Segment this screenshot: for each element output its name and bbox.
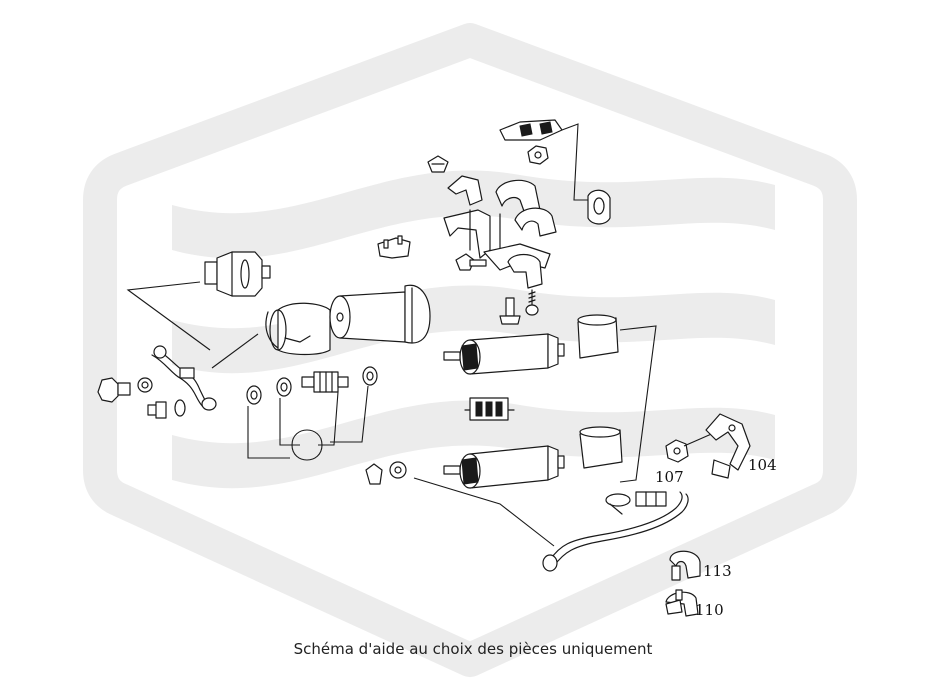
watermark-wave-3: [172, 400, 775, 489]
part-label-104: 104: [748, 456, 777, 474]
watermark-hexagon: [83, 23, 857, 677]
screw-mid: [455, 253, 487, 271]
hose-clamp-connector: [605, 491, 667, 515]
bracket-104: [705, 413, 751, 479]
clip-bracket-left: [377, 235, 411, 259]
clip-110: [665, 589, 699, 617]
small-fittings-left: [147, 399, 186, 419]
fuel-line-lower: [542, 491, 689, 572]
rubber-bushing-right: [587, 189, 611, 225]
fuel-accumulator: [204, 251, 271, 297]
hex-nut-107: [665, 439, 689, 463]
washers-row: [246, 366, 378, 405]
hex-nut-top: [527, 145, 549, 165]
banjo-bolt: [97, 377, 153, 403]
fuel-filter: [329, 284, 431, 344]
pump-bracket: [443, 175, 557, 289]
leader-lines-washers: [247, 385, 369, 461]
part-label-113: 113: [703, 562, 732, 580]
fuel-pump-lower: [443, 445, 565, 489]
fuel-hose-small: [151, 345, 217, 411]
part-label-110: 110: [695, 601, 724, 619]
electrical-connector: [464, 397, 515, 421]
check-valve: [301, 371, 349, 393]
lock-rings-lower: [365, 461, 407, 485]
filter-clamp-ring: [265, 302, 331, 356]
leader-line-right: [619, 325, 657, 483]
clip-small-top: [427, 155, 449, 173]
part-label-107: 107: [655, 468, 684, 486]
diagram-caption: Schéma d'aide au choix des pièces unique…: [293, 640, 653, 658]
fuel-pump-upper: [443, 333, 565, 375]
filter-sleeve-lower: [579, 426, 623, 469]
filter-sleeve-upper: [577, 314, 619, 359]
screws-center: [499, 289, 539, 325]
clip-113: [669, 550, 701, 581]
leader-line-pump-lower: [413, 477, 555, 547]
leader-lines-left: [126, 281, 259, 369]
leader-line-top: [561, 123, 588, 201]
rubber-mount-top: [499, 119, 563, 141]
